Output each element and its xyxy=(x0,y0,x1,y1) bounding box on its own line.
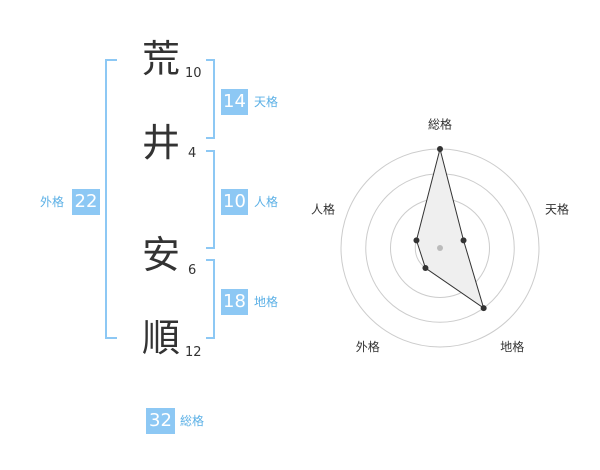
radar-area xyxy=(415,148,485,310)
radar-point-3 xyxy=(422,265,429,272)
radar-point-2 xyxy=(480,305,487,312)
name-char-2: 井 xyxy=(142,121,181,165)
radar-points xyxy=(413,146,487,312)
tenkaku-badge: 14 xyxy=(221,89,248,115)
name-char-3: 安 xyxy=(142,233,181,277)
chikaku-badge: 18 xyxy=(221,289,248,315)
name-char-1: 荒 xyxy=(142,37,181,81)
radar-axis-label-0: 総格 xyxy=(428,117,452,132)
radar-axis-label-2: 地格 xyxy=(500,339,524,354)
radar-point-1 xyxy=(460,237,467,244)
outer-bracket xyxy=(105,59,117,339)
gaikaku-label: 外格 xyxy=(40,195,65,209)
soukaku-badge: 32 xyxy=(146,408,175,434)
radar-axis-label-4: 人格 xyxy=(311,201,335,216)
name-char-2-strokes: 4 xyxy=(188,146,197,161)
tenkaku-bracket xyxy=(206,59,215,139)
name-char-1-strokes: 10 xyxy=(185,66,202,81)
chikaku-label: 地格 xyxy=(254,295,279,309)
name-char-4-strokes: 12 xyxy=(185,345,202,360)
radar-axis-label-1: 天格 xyxy=(545,201,569,216)
radar-center xyxy=(437,245,443,251)
radar-point-4 xyxy=(413,237,420,244)
jinkaku-bracket xyxy=(206,150,215,249)
jinkaku-label: 人格 xyxy=(254,195,279,209)
name-char-4: 順 xyxy=(142,316,181,360)
name-char-3-strokes: 6 xyxy=(188,263,197,278)
radar-point-0 xyxy=(437,146,443,152)
tenkaku-label: 天格 xyxy=(254,95,279,109)
jinkaku-badge: 10 xyxy=(221,189,248,215)
soukaku-label: 総格 xyxy=(180,414,205,428)
chikaku-bracket xyxy=(206,259,215,339)
gaikaku-badge: 22 xyxy=(72,189,100,215)
radar-axis-label-3: 外格 xyxy=(356,339,380,354)
